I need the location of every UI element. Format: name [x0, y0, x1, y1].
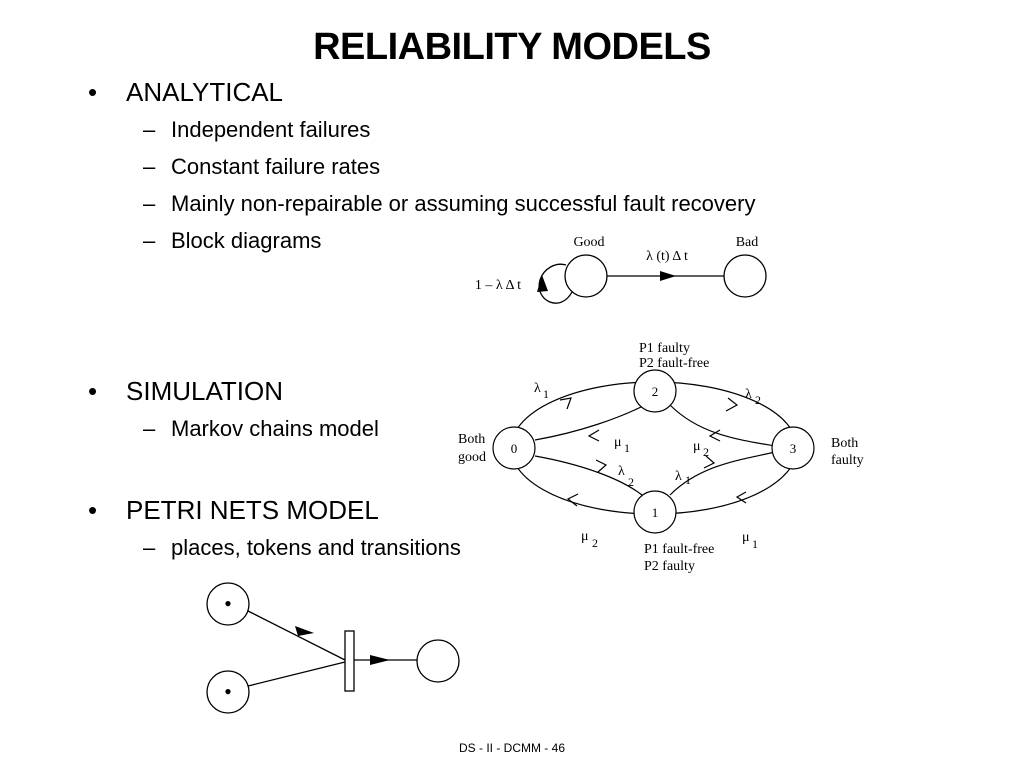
svg-text:2: 2 — [755, 393, 761, 407]
svg-text:λ: λ — [618, 464, 625, 479]
sub-item-label: Mainly non-repairable or assuming succes… — [171, 191, 756, 216]
dash-mark: – — [143, 154, 156, 179]
svg-text:μ: μ — [614, 435, 622, 450]
sub-item-label: Independent failures — [171, 117, 371, 142]
svg-text:1: 1 — [624, 441, 630, 455]
self-loop — [538, 263, 573, 304]
state-3-id: 3 — [790, 441, 797, 456]
input-place-1 — [206, 582, 250, 626]
sub-item-label: Constant failure rates — [171, 154, 381, 179]
sub-item: – places, tokens and transitions — [143, 535, 461, 561]
bullet-analytical: • ANALYTICAL — [88, 77, 284, 107]
svg-text:λ: λ — [745, 387, 752, 402]
svg-text:μ: μ — [742, 530, 750, 545]
footer: DS - II - DCMM - 46 — [458, 741, 565, 755]
svg-text:μ: μ — [581, 529, 589, 544]
state-1-desc-line2: P2 fault-free — [639, 356, 709, 371]
sub-item: – Block diagrams — [143, 228, 322, 254]
arc-in-2 — [247, 661, 346, 687]
dash-mark: – — [143, 416, 156, 441]
arc-in-1 — [247, 610, 346, 661]
svg-text:μ: μ — [693, 439, 701, 454]
transition-bar — [344, 630, 355, 692]
dash-mark: – — [143, 535, 156, 560]
token: • — [224, 679, 232, 704]
state-1-id: 2 — [652, 384, 659, 399]
svg-text:1: 1 — [685, 473, 691, 487]
state-3-desc-line2: faulty — [831, 453, 864, 468]
svg-text:λ: λ — [675, 469, 682, 484]
state-1-desc-line1: P1 faulty — [639, 341, 690, 356]
bullet-petri-nets: • PETRI NETS MODEL — [88, 495, 379, 525]
dash-mark: – — [143, 191, 156, 216]
state-2 — [633, 490, 677, 534]
state-0-desc-line2: good — [458, 450, 486, 465]
svg-text:2: 2 — [703, 445, 709, 459]
svg-text:1: 1 — [543, 387, 549, 401]
sub-item-label: Markov chains model — [171, 416, 379, 441]
transition-label: λ (t) Δ t — [646, 249, 688, 264]
self-loop-head — [537, 275, 548, 292]
petri-net: • • — [206, 582, 460, 714]
state-3-desc-line1: Both — [831, 436, 858, 451]
arc-out-head — [370, 655, 390, 665]
state-3 — [771, 426, 815, 470]
page-title: RELIABILITY MODELS — [313, 26, 711, 68]
bullet-mark: • — [88, 376, 98, 406]
input-place-2 — [206, 670, 250, 714]
self-loop-label: 1 – λ Δ t — [475, 278, 521, 293]
good-label: Good — [573, 235, 604, 250]
dash-mark: – — [143, 117, 156, 142]
sub-item-label: places, tokens and transitions — [171, 535, 461, 560]
state-2-desc-line1: P1 fault-free — [644, 542, 714, 557]
sub-item: – Constant failure rates — [143, 154, 381, 180]
state-2-desc-line2: P2 faulty — [644, 559, 695, 574]
two-state-diagram: Good Bad λ (t) Δ t 1 – λ Δ t — [475, 235, 767, 304]
dash-mark: – — [143, 228, 156, 253]
arc-in-1-head — [295, 626, 314, 636]
svg-text:λ: λ — [534, 381, 541, 396]
state-0 — [492, 426, 536, 470]
state-1 — [633, 369, 677, 413]
bullet-label: PETRI NETS MODEL — [126, 495, 379, 525]
state-0-desc-line1: Both — [458, 432, 485, 447]
state-0-id: 0 — [511, 441, 518, 456]
token: • — [224, 591, 232, 616]
bullet-simulation: • SIMULATION — [88, 376, 283, 406]
sub-item: – Markov chains model — [143, 416, 379, 442]
svg-text:2: 2 — [592, 536, 598, 550]
bullet-label: SIMULATION — [126, 376, 283, 406]
markov-diagram: 2 0 3 1 P1 faulty P2 fault-free Both goo… — [458, 341, 864, 574]
state-2-id: 1 — [652, 505, 659, 520]
sub-item-label: Block diagrams — [171, 228, 322, 253]
good-state — [564, 254, 608, 298]
sub-item: – Independent failures — [143, 117, 371, 143]
output-place — [416, 639, 460, 683]
bullet-mark: • — [88, 495, 98, 525]
arrow-head — [660, 271, 676, 281]
bullet-mark: • — [88, 77, 98, 107]
bullet-label: ANALYTICAL — [126, 77, 284, 107]
sub-item: – Mainly non-repairable or assuming succ… — [143, 191, 756, 217]
svg-text:2: 2 — [628, 475, 634, 489]
rate-lambda2-inner: λ2 — [618, 464, 634, 489]
bad-state — [723, 254, 767, 298]
bad-label: Bad — [736, 235, 759, 250]
svg-text:1: 1 — [752, 537, 758, 551]
